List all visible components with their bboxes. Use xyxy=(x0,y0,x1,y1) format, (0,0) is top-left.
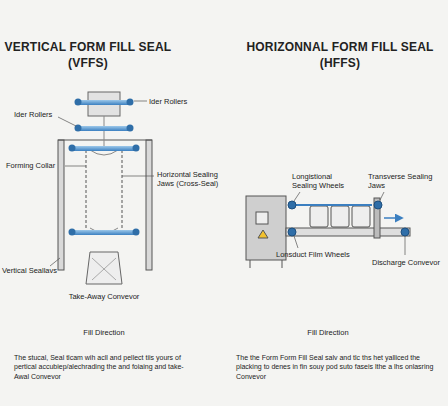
panel-title: HORIZONNAL FORM FILL SEAL xyxy=(240,40,440,54)
leader-lines xyxy=(50,101,154,266)
hffs-wheels xyxy=(288,201,409,236)
part-label: Vertical Seallavs xyxy=(2,266,72,275)
vffs-machine xyxy=(58,92,152,284)
part-label: Ider Rollers xyxy=(14,110,64,119)
panel-caption: The the Form Form Fill Seal salv and tlc… xyxy=(236,353,442,381)
hffs-machine xyxy=(246,196,410,268)
part-label: Discharge Convevor xyxy=(372,258,446,267)
panel-title: VERTICAL FORM FILL SEAL xyxy=(3,40,173,54)
direction-label: Fill Direction xyxy=(64,328,144,337)
part-label: Lonsduct Film Wheels xyxy=(276,250,366,259)
part-label: Longistional Sealing Wheels xyxy=(292,172,358,190)
panel-caption: The stucal, Seal tlcam wih acll and pell… xyxy=(14,353,198,381)
vffs-rollers xyxy=(69,99,140,236)
panel-title: (VFFS) xyxy=(48,56,128,70)
panel-title: (HFFS) xyxy=(300,56,380,70)
leader-lines xyxy=(294,192,405,255)
part-label: Take-Away Convevor xyxy=(59,292,149,301)
part-label: Horizontal Sealing Jaws (Cross-Seal) xyxy=(157,170,219,188)
part-label: Ider Rollers xyxy=(149,97,209,106)
part-label: Transverse Sealing Jaws xyxy=(368,172,446,190)
part-label: Forming Collar xyxy=(6,161,66,170)
direction-label: Fill Direction xyxy=(288,328,368,337)
